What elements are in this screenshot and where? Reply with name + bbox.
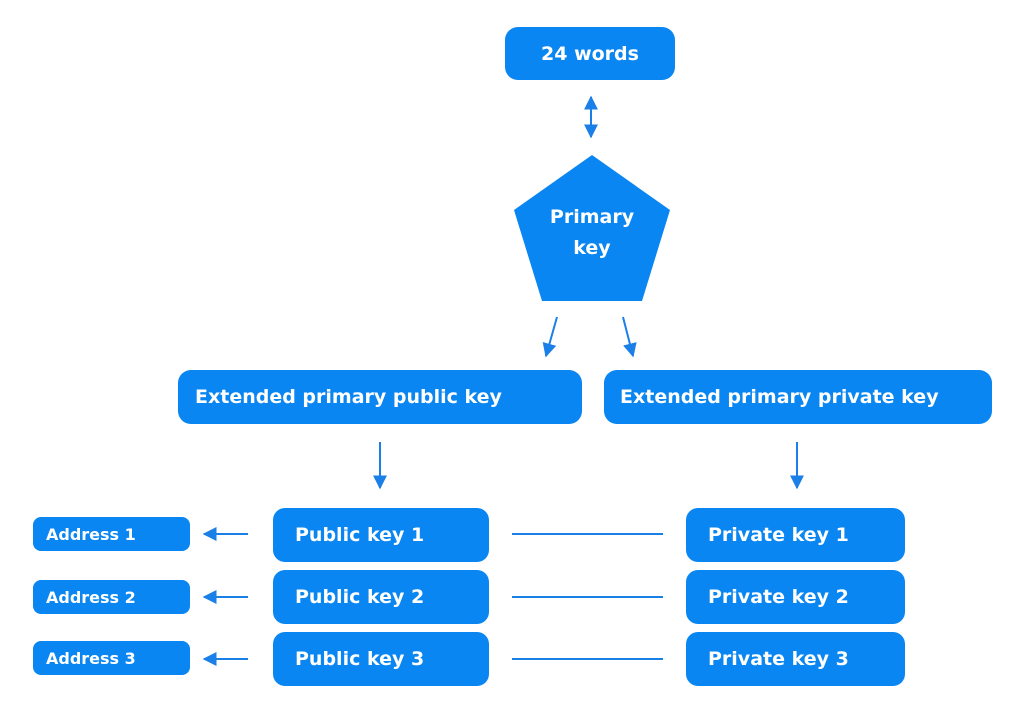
private-key-node: Private key 1: [686, 508, 905, 562]
seed-words-label: 24 words: [541, 42, 639, 65]
public-key-label: Public key 2: [295, 586, 425, 608]
seed-words-node: 24 words: [505, 27, 675, 80]
extended-public-key-node: Extended primary public key: [178, 370, 582, 424]
public-key-label: Public key 1: [295, 524, 425, 546]
address-label: Address 2: [46, 587, 136, 607]
public-key-node: Public key 1: [273, 508, 489, 562]
primary-key-label-line1: Primary: [549, 206, 635, 228]
private-key-label: Private key 1: [708, 524, 849, 546]
private-key-label: Private key 2: [708, 586, 849, 608]
address-node: Address 1: [33, 517, 190, 551]
extended-private-key-node: Extended primary private key: [604, 370, 992, 424]
private-key-node: Private key 3: [686, 632, 905, 686]
private-key-label: Private key 3: [708, 648, 849, 670]
public-key-node: Public key 2: [273, 570, 489, 624]
extended-private-key-label: Extended primary private key: [620, 386, 939, 408]
address-node: Address 3: [33, 641, 190, 675]
primary-key-pentagon: [514, 155, 670, 301]
private-key-node: Private key 2: [686, 570, 905, 624]
primary-key-label: Primary key: [514, 202, 670, 264]
public-key-label: Public key 3: [295, 648, 425, 670]
address-label: Address 3: [46, 648, 136, 668]
arrow-to-extended-private: [622, 316, 637, 358]
primary-key-label-line2: key: [573, 237, 611, 259]
arrow-to-extended-public: [542, 316, 558, 358]
extended-public-key-label: Extended primary public key: [195, 386, 502, 408]
address-node: Address 2: [33, 580, 190, 614]
address-label: Address 1: [46, 524, 136, 544]
public-key-node: Public key 3: [273, 632, 489, 686]
